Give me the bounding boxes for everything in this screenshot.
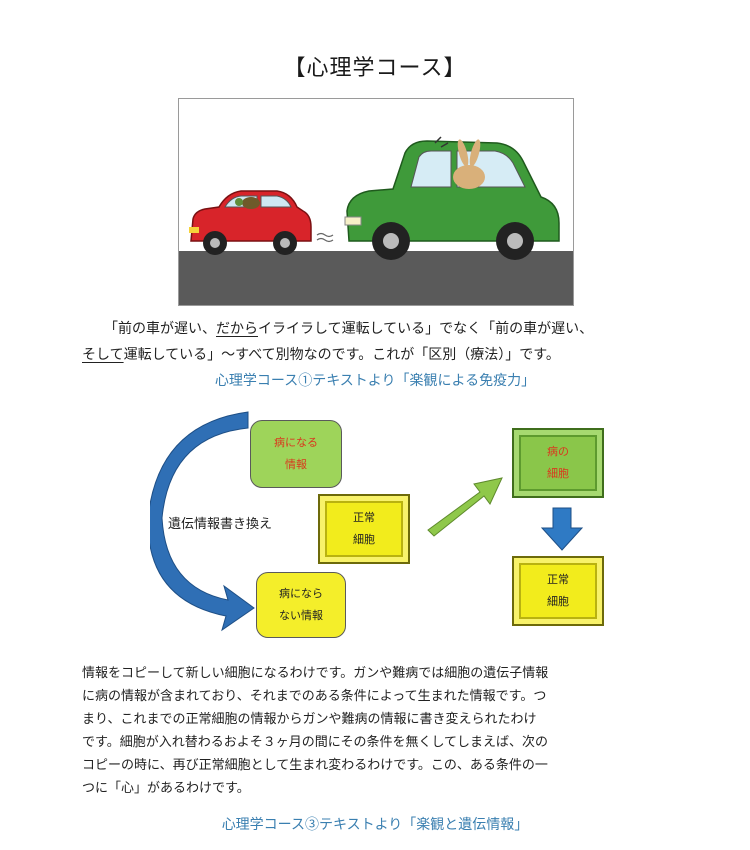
normal-cell-center-line1: 正常 xyxy=(353,511,375,524)
gene-diagram: 病になる 情報 遺伝情報書き換え 正常 細胞 病になら ない情報 病の 細胞 正… xyxy=(150,400,620,650)
body-line: つに「心」があるわけです。 xyxy=(82,781,250,796)
car-illustration xyxy=(178,98,574,306)
body-line: まり、これまでの正常細胞の情報からガンや難病の情報に書き変えられたわけ xyxy=(82,712,537,727)
body-line: に病の情報が含まれており、それまでのある条件によって生まれた情報です。つ xyxy=(82,689,547,704)
healthy-info-line1: 病になら xyxy=(279,587,323,600)
caption-text2: 心理学コース③テキストより「楽観と遺伝情報」 xyxy=(221,817,529,833)
normal-cell-center-box: 正常 細胞 xyxy=(318,494,410,564)
para1-underline-soshite: そして xyxy=(82,347,124,363)
normal-cell-right-line1: 正常 xyxy=(547,573,569,586)
rewrite-curve-arrow-icon xyxy=(150,411,255,632)
normal-cell-center-line2: 細胞 xyxy=(353,533,375,546)
para1-underline-dakara: だから xyxy=(216,321,258,337)
page-title: 【心理学コース】 xyxy=(283,56,467,81)
sick-info-box: 病になる 情報 xyxy=(250,420,342,488)
normal-cell-right-line2: 細胞 xyxy=(547,595,569,608)
normal-cell-right-box: 正常 細胞 xyxy=(512,556,604,626)
healthy-info-line2: ない情報 xyxy=(279,609,323,622)
diagram-arrows-svg xyxy=(150,411,584,632)
sick-info-line1: 病になる xyxy=(274,436,318,449)
caption-text1: 心理学コース①テキストより「楽観による免疫力」 xyxy=(214,373,536,389)
car-illustration-svg xyxy=(179,136,573,305)
body-line: です。細胞が入れ替わるおよそ３ヶ月の間にその条件を無くしてしまえば、次の xyxy=(82,735,549,750)
down-arrow-icon xyxy=(540,507,584,551)
green-car-icon xyxy=(344,136,560,260)
green-arrow-icon xyxy=(427,477,503,537)
body-paragraph: 情報をコピーして新しい細胞になるわけです。ガンや難病では細胞の遺伝子情報 に病の… xyxy=(82,662,682,800)
sick-info-line2: 情報 xyxy=(285,458,307,471)
healthy-info-box: 病になら ない情報 xyxy=(256,572,346,638)
body-line: コピーの時に、再び正常細胞として生まれ変わるわけです。この、ある条件の一 xyxy=(82,758,548,773)
sick-cell-line1: 病の xyxy=(547,445,569,458)
sick-cell-line2: 細胞 xyxy=(547,467,569,480)
paragraph-distinction: 「前の車が遅い、だからイライラして運転している」でなく「前の車が遅い、 そして運… xyxy=(60,316,700,368)
rewrite-label: 遺伝情報書き換え xyxy=(168,517,273,532)
para1-line2-b: 運転している」～すべて別物なのです。これが「区別（療法）」です。 xyxy=(123,347,560,363)
para1-line1-b: イライラして運転している」でなく「前の車が遅い、 xyxy=(258,321,594,337)
sick-cell-box: 病の 細胞 xyxy=(512,428,604,498)
body-line: 情報をコピーして新しい細胞になるわけです。ガンや難病では細胞の遺伝子情報 xyxy=(82,666,549,681)
red-car-icon xyxy=(189,190,334,255)
para1-line1-a: 「前の車が遅い、 xyxy=(104,321,216,337)
